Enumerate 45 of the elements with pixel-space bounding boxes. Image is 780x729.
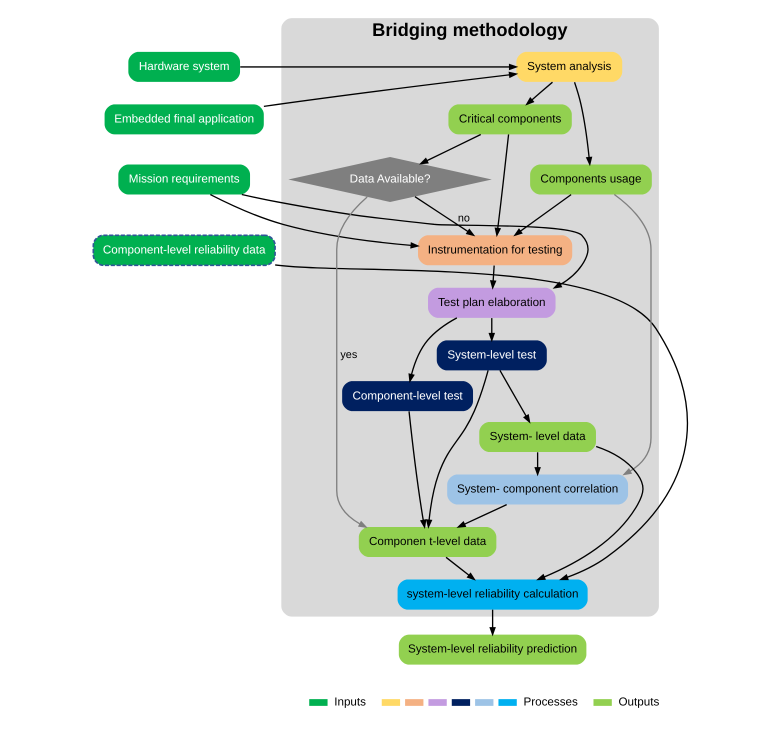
arrow xyxy=(494,134,509,238)
arrow xyxy=(488,318,495,342)
node-box: Mission requirements xyxy=(118,164,250,194)
arrow xyxy=(536,446,644,580)
legend-label: Inputs xyxy=(334,696,366,709)
arrow xyxy=(524,82,552,106)
arrow xyxy=(414,196,475,236)
arrow xyxy=(613,194,652,476)
node-box: Component-level test xyxy=(342,381,473,412)
node-box: Embedded final application xyxy=(104,104,264,134)
arrow xyxy=(512,194,571,236)
node-box: Components usage xyxy=(530,164,652,194)
arrow xyxy=(445,556,476,581)
arrow xyxy=(241,194,588,289)
node-box: Test plan elaboration xyxy=(428,288,556,318)
arrow xyxy=(240,64,518,70)
node-box: System- level data xyxy=(478,422,596,452)
edge-label: no xyxy=(457,212,470,224)
arrow xyxy=(418,134,481,165)
arrow xyxy=(489,266,496,290)
arrow xyxy=(336,196,368,528)
arrow xyxy=(573,82,592,166)
arrow xyxy=(408,411,426,529)
arrow xyxy=(210,194,420,249)
legend-label: Processes xyxy=(522,696,578,709)
arrow xyxy=(534,452,540,476)
arrow xyxy=(408,317,457,384)
node-box: Instrumentation for testing xyxy=(418,235,572,266)
arrow xyxy=(498,370,530,424)
node-box: Component-level reliability data xyxy=(92,234,276,266)
node-box: system-level reliability calculation xyxy=(397,580,588,610)
node-box: Critical components xyxy=(448,104,572,134)
node-box: System-level test xyxy=(436,340,546,370)
node-box: Hardware system xyxy=(128,52,240,82)
arrow xyxy=(274,264,688,580)
arrow xyxy=(456,504,506,528)
arrow xyxy=(488,610,496,636)
node-box: System analysis xyxy=(516,52,622,82)
node-box: Componen t-level data xyxy=(358,527,496,558)
arrow xyxy=(263,72,518,108)
edge-label: yes xyxy=(340,349,357,362)
node-box: System-level reliability prediction xyxy=(398,634,586,665)
legend-label: Outputs xyxy=(618,696,659,709)
node-box: System- component correlation xyxy=(446,474,628,505)
arrow xyxy=(425,370,488,529)
